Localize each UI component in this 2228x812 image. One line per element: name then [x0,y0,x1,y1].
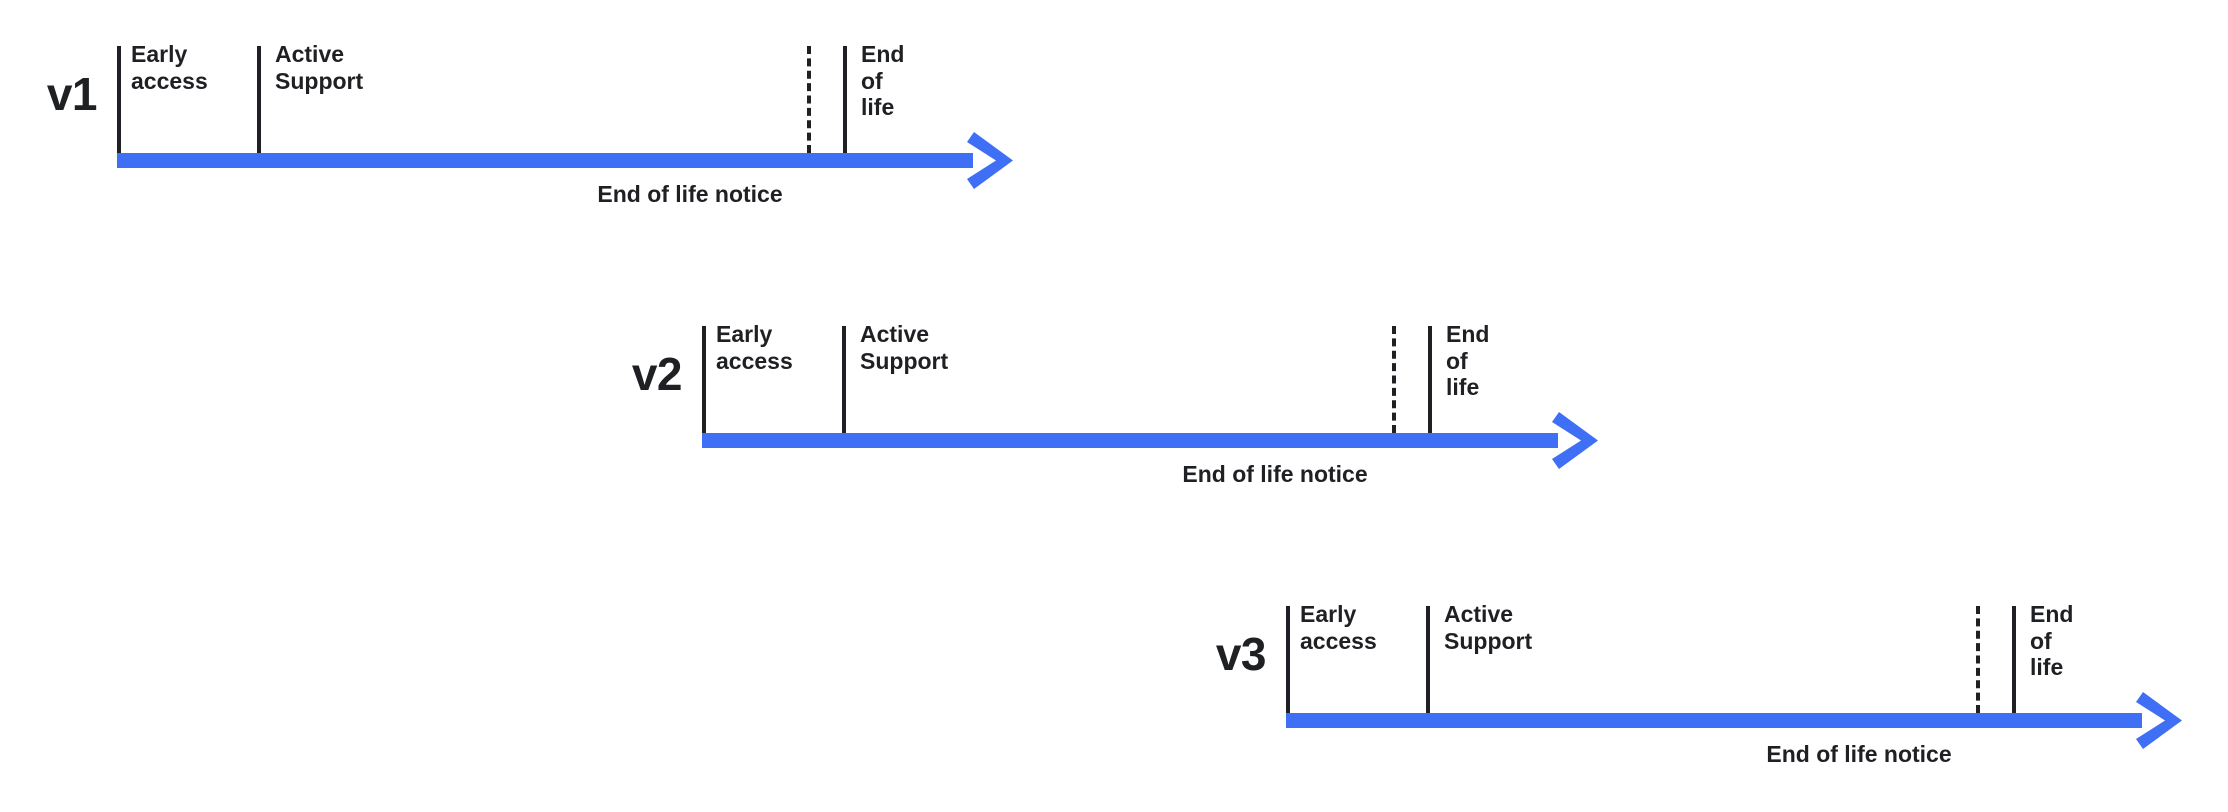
phase-divider-2 [257,46,261,153]
phase-label-1: Early access [1300,601,1377,654]
lifecycle-track-bar [702,433,1558,448]
lifecycle-track [117,132,1013,189]
version-label-v3: v3 [1215,628,1267,680]
right-arrow-icon [2136,692,2182,749]
phase-label-1: Early access [716,321,793,374]
phase-divider-3 [2012,606,2016,713]
phase-label-3: End of life [1446,321,1490,401]
end-of-life-notice-marker [807,46,811,153]
phase-divider-2 [842,326,846,433]
version-label-v2: v2 [631,348,683,400]
end-of-life-notice-marker [1392,326,1396,433]
end-of-life-notice-label: End of life notice [1182,461,1368,487]
phase-divider-1 [702,326,706,433]
lifecycle-track-bar [117,153,973,168]
phase-divider-3 [843,46,847,153]
phase-label-3: End of life [861,41,905,121]
phase-label-3: End of life [2030,601,2074,681]
phase-label-2: Active Support [1444,601,1533,654]
right-arrow-icon [967,132,1013,189]
phase-divider-3 [1428,326,1432,433]
lifecycle-track [702,412,1598,469]
end-of-life-notice-label: End of life notice [1766,741,1952,767]
end-of-life-notice-marker [1976,606,1980,713]
phase-label-2: Active Support [860,321,949,374]
right-arrow-icon [1552,412,1598,469]
phase-divider-1 [117,46,121,153]
version-label-v1: v1 [46,68,98,120]
phase-divider-1 [1286,606,1290,713]
end-of-life-notice-label: End of life notice [597,181,783,207]
phase-label-2: Active Support [275,41,364,94]
phase-divider-2 [1426,606,1430,713]
lifecycle-track [1286,692,2182,749]
lifecycle-track-bar [1286,713,2142,728]
phase-label-1: Early access [131,41,208,94]
